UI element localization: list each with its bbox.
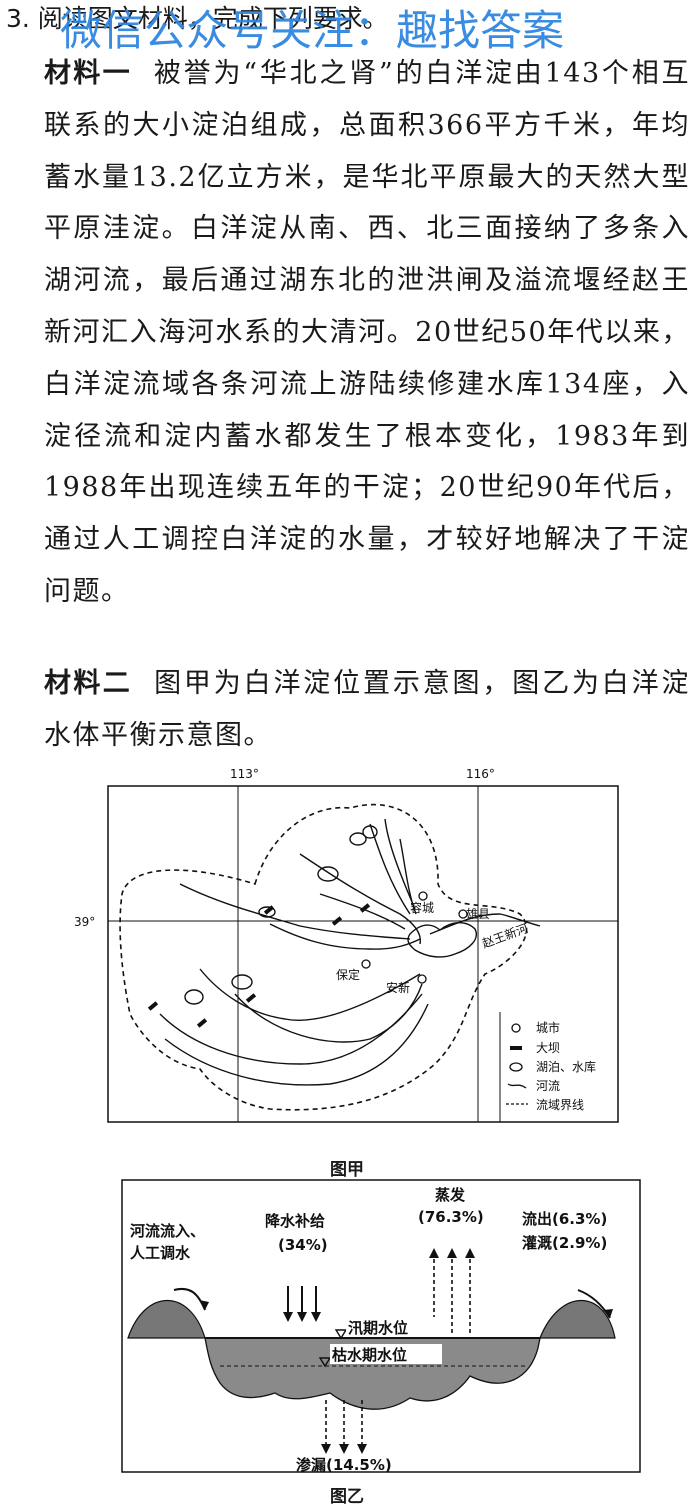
lat-label-39: 39° [74,915,95,929]
material-two-text: 图甲为白洋淀位置示意图，图乙为白洋淀水体平衡示意图。 [44,668,691,751]
legend-boundary: 流域界线 [536,1098,584,1112]
legend-lake: 湖泊、水库 [536,1059,596,1074]
figure-a-caption: 图甲 [330,1160,364,1180]
lon-label-113: 113° [230,767,259,781]
material-two-label: 材料二 [44,668,133,699]
city-label-anxin: 安新 [386,980,410,995]
legend-city: 城市 [536,1020,560,1035]
lon-label-116: 116° [466,767,495,781]
legend-dam: 大坝 [536,1041,560,1055]
material-one: 材料一被誉为“华北之肾”的白洋淀由143个相互联系的大小淀泊组成，总面积366平… [44,48,690,618]
figure-b-water-balance: 河流流入、 人工调水 降水补给 (34%) 蒸发 (76.3%) 流出(6.3%… [121,1179,641,1474]
river-label-zhaowang: 赵王新河 [480,920,530,951]
city-label-rongcheng: 容城 [410,900,434,915]
material-one-text: 被誉为“华北之肾”的白洋淀由143个相互联系的大小淀泊组成，总面积366平方千米… [44,58,691,607]
material-one-label: 材料一 [44,58,132,89]
figure-b-caption: 图乙 [330,1487,364,1507]
seepage-label: 渗漏(14.5%) [296,1456,392,1474]
evap-label: 蒸发 [435,1186,466,1204]
precip-label: 降水补给 [265,1212,325,1230]
inflow-label-1: 河流流入、 [130,1222,205,1240]
evap-value: (76.3%) [418,1208,484,1226]
dry-level-label: 枯水期水位 [332,1346,407,1364]
figure-a-map: 113° 116° 39° 容城 雄县 保定 安新 赵王新河 城市 大坝 湖泊、… [74,767,619,1123]
city-label-baoding: 保定 [336,967,360,982]
map-legend: 城市 大坝 湖泊、水库 河流 流域界线 [499,1012,596,1122]
watermark: 微信公众号关注：趣找答案 [60,6,565,55]
irrigation-label: 灌溉(2.9%) [522,1234,607,1252]
flood-level-label: 汛期水位 [348,1319,408,1337]
inflow-label-2: 人工调水 [130,1244,191,1262]
material-two: 材料二图甲为白洋淀位置示意图，图乙为白洋淀水体平衡示意图。 [44,658,690,762]
city-label-xiongxian: 雄县 [466,906,490,921]
precip-value: (34%) [278,1236,328,1254]
question-heading: 3. 阅读图文材料，完成下列要求。 [6,4,388,33]
outflow-label: 流出(6.3%) [522,1210,607,1228]
legend-river: 河流 [536,1079,560,1093]
